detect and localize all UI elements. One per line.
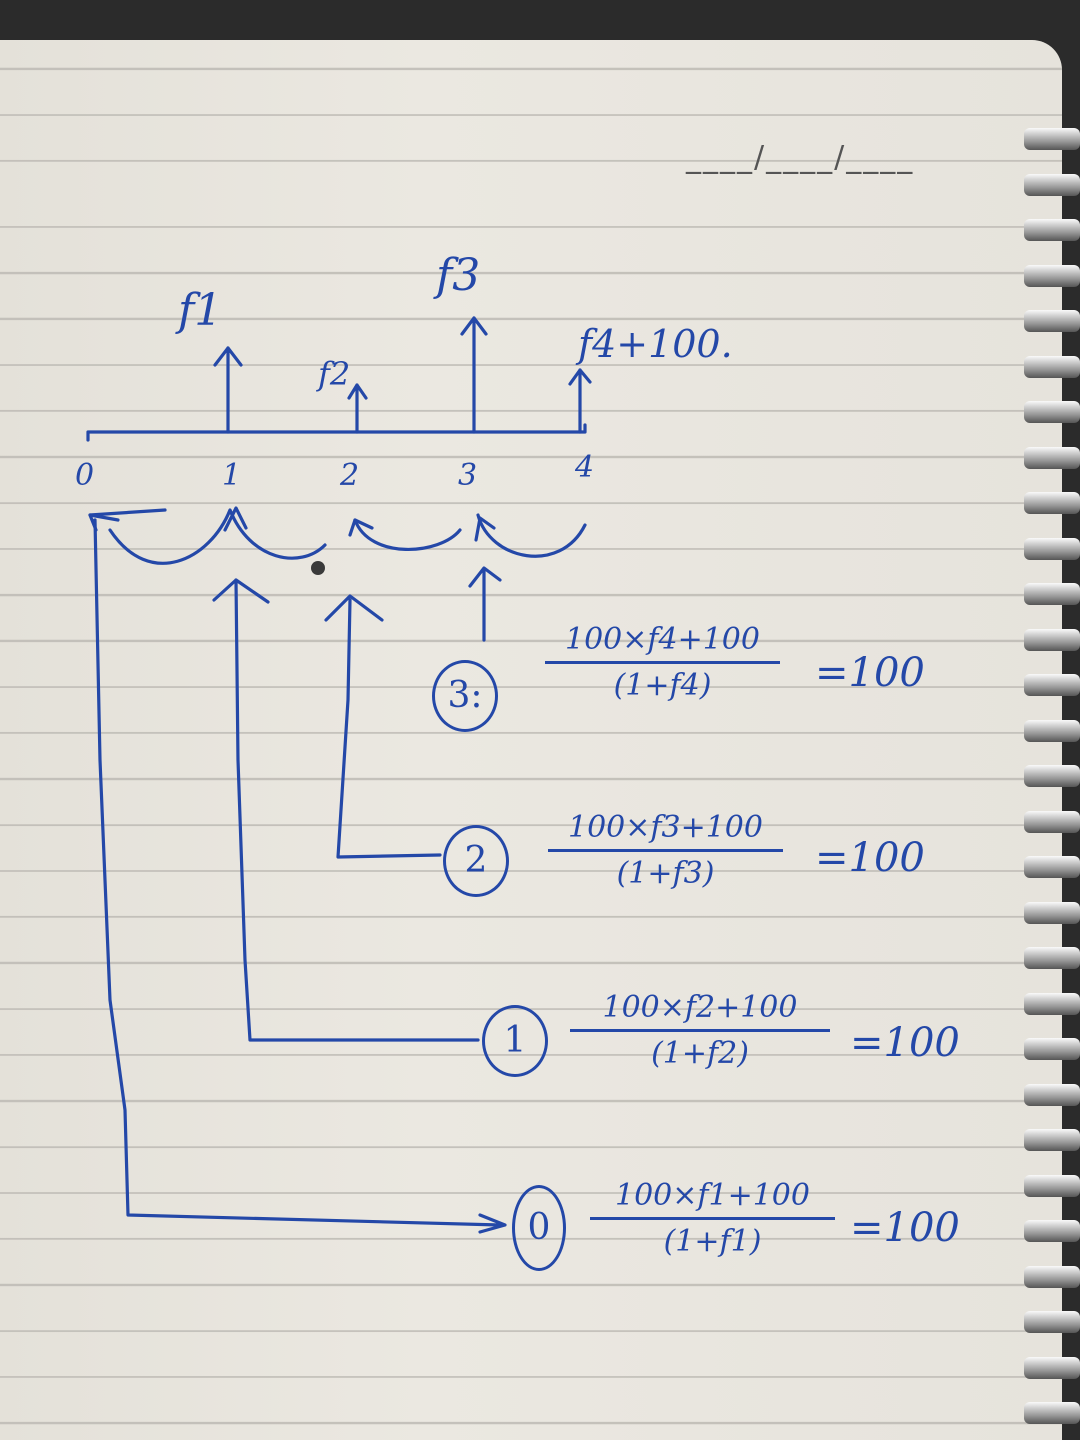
tick-2: 2 (340, 458, 360, 493)
spiral-ring (1024, 1356, 1080, 1379)
result-step-2: =100 (815, 835, 925, 881)
denominator: (1+f3) (616, 856, 715, 891)
spiral-ring (1024, 1174, 1080, 1197)
discount-arcs (88, 508, 587, 565)
connector-3 (468, 566, 502, 642)
arrow-f4 (568, 368, 592, 434)
arrow-f3 (460, 316, 488, 434)
result-step-3: =100 (815, 650, 925, 696)
spiral-ring (1024, 537, 1080, 560)
spiral-ring (1024, 1402, 1080, 1424)
spiral-ring (1024, 1038, 1080, 1060)
notebook-page (0, 40, 1062, 1440)
fraction-step-2: 100×f3+100 (1+f3) (548, 810, 783, 891)
spiral-ring (1024, 583, 1080, 605)
fraction-bar (548, 849, 783, 852)
spiral-ring (1024, 219, 1080, 241)
spiral-ring (1024, 674, 1080, 696)
spiral-ring (1024, 446, 1080, 469)
arc-arrowheads (88, 506, 496, 542)
numerator: 100×f2+100 (602, 990, 798, 1025)
connector-0 (93, 518, 507, 1234)
denominator: (1+f1) (663, 1224, 762, 1259)
spiral-ring (1024, 1129, 1080, 1151)
tick-0: 0 (75, 458, 95, 493)
spiral-ring (1024, 628, 1080, 651)
arrow-f1 (213, 346, 243, 434)
denominator: (1+f4) (613, 668, 712, 703)
spiral-ring (1024, 901, 1080, 924)
result-step-0: =100 (850, 1205, 960, 1251)
fraction-step-3: 100×f4+100 (1+f4) (545, 622, 780, 703)
spiral-ring (1024, 856, 1080, 878)
spiral-ring (1024, 1311, 1080, 1333)
arrow-f2 (347, 383, 368, 434)
ink-dot (311, 561, 325, 575)
step-marker-0: 0 (512, 1185, 566, 1271)
step-marker-3: 3: (432, 660, 498, 732)
fraction-bar (590, 1217, 835, 1220)
tick-4: 4 (575, 450, 595, 485)
spiral-ring (1024, 947, 1080, 969)
fraction-bar (545, 661, 780, 664)
spiral-binding (1020, 120, 1080, 1440)
denominator: (1+f2) (651, 1036, 749, 1071)
spiral-ring (1024, 492, 1080, 514)
spiral-ring (1024, 310, 1080, 332)
label-f1: f1 (178, 285, 223, 336)
spiral-ring (1024, 355, 1080, 378)
time-axis (86, 423, 587, 442)
spiral-ring (1024, 173, 1080, 196)
spiral-ring (1024, 264, 1080, 287)
connector-1 (212, 578, 480, 1042)
spiral-ring (1024, 1265, 1080, 1288)
spiral-ring (1024, 1083, 1080, 1106)
fraction-step-1: 100×f2+100 (1+f2) (570, 990, 830, 1071)
spiral-ring (1024, 992, 1080, 1015)
label-f4-plus-100: f4+100. (578, 322, 733, 366)
spiral-ring (1024, 810, 1080, 833)
fraction-bar (570, 1029, 830, 1032)
spiral-ring (1024, 765, 1080, 787)
step-marker-2: 2 (443, 825, 509, 897)
spiral-ring (1024, 128, 1080, 150)
fraction-step-0: 100×f1+100 (1+f1) (590, 1178, 835, 1259)
numerator: 100×f3+100 (568, 810, 763, 845)
step-marker-1: 1 (482, 1005, 548, 1077)
spiral-ring (1024, 401, 1080, 423)
spiral-ring (1024, 1220, 1080, 1242)
tick-1: 1 (222, 458, 242, 493)
numerator: 100×f4+100 (565, 622, 760, 657)
spiral-ring (1024, 719, 1080, 742)
connector-2 (324, 594, 442, 859)
date-field: ____/____/____ (686, 140, 915, 175)
label-f3: f3 (436, 250, 481, 301)
tick-3: 3 (458, 458, 478, 493)
label-f2: f2 (318, 355, 351, 393)
result-step-1: =100 (850, 1020, 960, 1066)
numerator: 100×f1+100 (615, 1178, 810, 1213)
